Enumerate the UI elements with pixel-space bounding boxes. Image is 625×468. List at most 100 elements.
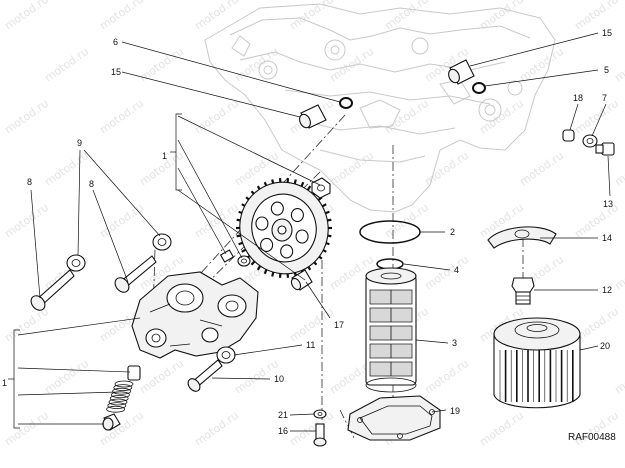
callout-9: 9 [77,138,82,148]
watermark-text: motod.ru [192,97,241,137]
part-15-bush-right [448,59,475,85]
callout-14: 14 [602,233,612,243]
callout-6: 6 [113,37,118,47]
part-8-screw-right [114,255,157,293]
part-3-mesh-filter [365,267,417,393]
watermark-text: motod.ru [517,149,566,189]
callout-labels: 1 1 2 3 4 5 6 7 8 8 9 10 11 12 13 14 15 … [2,28,613,436]
watermark-text: motod.ru [327,45,376,85]
part-18-washer [562,129,575,142]
callout-21: 21 [278,410,288,420]
callout-3: 3 [452,338,457,348]
watermark-text: motod.ru [612,149,625,189]
watermark-text: motod.ru [2,201,51,241]
part-13-drain-plug [595,142,615,156]
part-7-washer [582,134,598,148]
watermark-text: motod.ru [382,97,431,137]
gear-lightening-hole [295,229,309,244]
watermark-text: motod.ru [192,409,241,449]
part-8-screw-left [30,269,75,311]
part-14-baffle [487,226,557,249]
watermark-text: motod.ru [517,45,566,85]
callout-12: 12 [602,285,612,295]
watermark-text: motod.ru [572,0,621,32]
part-6-o-ring [339,97,353,109]
part-17-bush [290,269,313,291]
part-16-screw [313,423,327,447]
part-11-washer [216,346,236,364]
spring-coil [106,405,125,413]
relief-valve-plug [102,413,121,431]
callout-1-valve-group: 1 [2,378,7,388]
part-9-washer-right [152,233,172,251]
watermark-text: motod.ru [327,149,376,189]
spring-coil [108,398,128,406]
part-19-filter-cover [347,395,441,441]
watermark-text: motod.ru [97,0,146,32]
callout-8-right: 8 [89,179,94,189]
part-1-washer [237,255,251,267]
part-10-screw [187,359,223,392]
watermark-text: motod.ru [572,201,621,241]
watermark-text: motod.ru [42,357,91,397]
watermark-text: motod.ru [422,357,471,397]
part-20-oil-filter-cartridge [493,317,581,409]
callout-13: 13 [603,199,613,209]
callout-18: 18 [573,93,583,103]
gear-lightening-hole [290,207,304,223]
callout-19: 19 [450,406,460,416]
callout-2: 2 [450,227,455,237]
gear-lightening-hole [260,237,274,253]
spring-coil [114,380,134,388]
callout-17: 17 [334,320,344,330]
watermark-text: motod.ru [287,305,336,345]
callout-11: 11 [306,340,315,350]
relief-valve-spring [106,380,134,413]
spring-coil [111,391,130,399]
diagram-reference-code: RAF00488 [568,432,616,443]
watermark-text: motod.ru [42,149,91,189]
gear-lightening-hole [280,244,294,259]
watermark-text: motod.ru [192,0,241,32]
callout-8-left: 8 [27,177,32,187]
part-21-washer [313,409,327,419]
part-9-washer-left [66,254,86,272]
callout-1-gear-group: 1 [162,151,167,161]
callout-20: 20 [600,341,610,351]
part-12-threaded-fitting [511,277,535,305]
callout-7: 7 [602,93,607,103]
watermark-text: motod.ru [612,253,625,293]
spring-coil [113,384,133,392]
relief-valve-piston [127,365,141,381]
callout-leader-lines [8,32,611,432]
part-5-o-ring [472,82,486,94]
watermark-text: motod.ru [477,409,526,449]
callout-15-left: 15 [111,67,121,77]
watermark-text: motod.ru [2,97,51,137]
part-1-oil-pump-gear [236,178,332,278]
watermark-text: motod.ru [42,45,91,85]
callout-10: 10 [274,374,284,384]
callout-5: 5 [604,65,609,75]
spring-coil [107,402,127,410]
watermark-text: motod.ru [612,45,625,85]
watermark-text: motod.ru [612,357,625,397]
callout-16: 16 [278,426,288,436]
gear-lightening-hole [255,216,269,231]
watermark-text: motod.ru [2,0,51,32]
watermark-text: motod.ru [2,409,51,449]
watermark-text: motod.ru [137,45,186,85]
spring-coil [109,394,129,402]
oil-pump-body [131,271,259,359]
watermark-text: motod.ru [232,45,281,85]
callout-15-right: 15 [602,28,612,38]
watermark-text: motod.ru [422,253,471,293]
watermark-text: motod.ru [2,305,51,345]
watermark-text: motod.ru [137,357,186,397]
part-1-key [219,249,235,263]
watermark-text: motod.ru [97,97,146,137]
watermark-text: motod.ru [382,0,431,32]
watermark-text: motod.ru [422,149,471,189]
